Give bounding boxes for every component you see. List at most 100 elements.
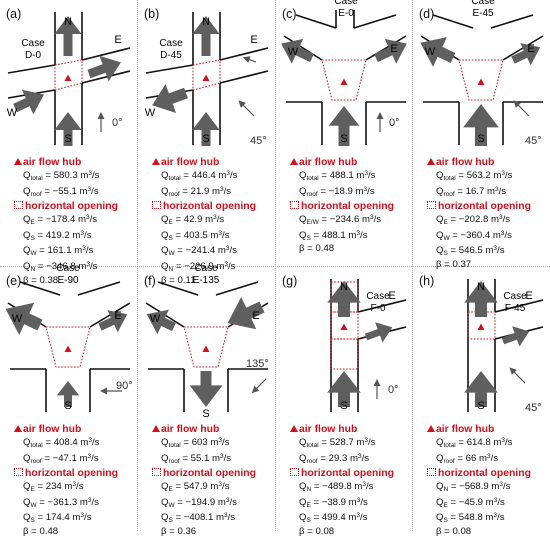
panel-letter: (g) bbox=[282, 274, 298, 288]
legend-air-flow-hub: air flow hub bbox=[14, 424, 138, 436]
legend-air-flow-hub: air flow hub bbox=[290, 424, 414, 436]
panel-divider bbox=[412, 0, 413, 531]
panel-divider bbox=[275, 0, 276, 531]
label-W: W bbox=[150, 313, 161, 325]
panel-letter: (b) bbox=[144, 7, 160, 21]
horizontal-opening bbox=[54, 59, 83, 91]
label-E: E bbox=[525, 290, 532, 302]
flow-value: QE = −178.4 m3/s bbox=[23, 213, 98, 226]
label-N: N bbox=[202, 16, 210, 28]
air-flow-hub-marker bbox=[340, 78, 348, 85]
arrow-E bbox=[98, 310, 128, 333]
label-S: S bbox=[202, 133, 209, 145]
horizontal-opening bbox=[45, 326, 91, 368]
label-N: N bbox=[340, 281, 348, 293]
opening-box-icon bbox=[290, 200, 299, 209]
horizontal-opening bbox=[330, 338, 359, 370]
arrow-N bbox=[54, 16, 82, 56]
arrow-W bbox=[146, 309, 176, 335]
label-W: W bbox=[12, 313, 23, 325]
label-S: S bbox=[340, 133, 347, 145]
label-E: E bbox=[388, 290, 395, 302]
legend-horizontal-opening: horizontal opening bbox=[290, 467, 414, 480]
case-id: F-0 bbox=[371, 303, 386, 314]
wind-direction-arrow bbox=[251, 378, 267, 394]
flow-value: Qroof = −18.9 m3/s bbox=[299, 185, 375, 198]
label-S: S bbox=[340, 400, 347, 412]
flow-value: QS = 499.4 m3/s bbox=[299, 512, 368, 525]
wind-angle-label: 45° bbox=[525, 402, 542, 414]
wind-direction-arrow bbox=[376, 112, 384, 132]
flow-value: Qtotal = 614.8 m3/s bbox=[436, 436, 513, 449]
arrow-S bbox=[327, 371, 361, 407]
arrow-S bbox=[464, 371, 498, 407]
label-N: N bbox=[64, 16, 72, 28]
label-S: S bbox=[64, 400, 71, 412]
case-id: D-45 bbox=[160, 50, 182, 61]
panel-divider bbox=[137, 0, 138, 531]
label-S: S bbox=[477, 133, 484, 145]
flow-value: QS = 403.5 m3/s bbox=[161, 229, 230, 242]
legend-horizontal-opening: horizontal opening bbox=[427, 200, 550, 213]
flow-value: QS = 419.2 m3/s bbox=[23, 229, 92, 242]
air-flow-hub-marker bbox=[64, 74, 72, 81]
panel-letter: (e) bbox=[6, 274, 22, 288]
beta-value: β = 0.37 bbox=[436, 259, 472, 271]
opening-box-icon bbox=[427, 200, 436, 209]
case-label: Case bbox=[334, 0, 358, 7]
arrow-S bbox=[463, 104, 499, 146]
air-flow-hub-marker bbox=[477, 78, 485, 85]
panel-letter: (a) bbox=[6, 7, 22, 21]
legend-air-flow-hub: air flow hub bbox=[427, 424, 550, 436]
opening-box-icon bbox=[14, 200, 23, 209]
flow-value: QE = 234 m3/s bbox=[23, 480, 84, 493]
flow-value: Qroof = 55.1 m3/s bbox=[161, 452, 232, 465]
arrow-E bbox=[374, 38, 407, 64]
flow-value: QS = 548.8 m3/s bbox=[436, 512, 505, 525]
flow-value: QN = −489.8 m3/s bbox=[299, 480, 374, 493]
hub-triangle-icon bbox=[152, 158, 160, 165]
wind-angle-label: 45° bbox=[250, 135, 267, 147]
hub-triangle-icon bbox=[152, 425, 160, 432]
label-S: S bbox=[64, 133, 71, 145]
label-S: S bbox=[202, 408, 209, 420]
horizontal-opening bbox=[458, 59, 504, 101]
arrow-S bbox=[189, 371, 223, 407]
label-W: W bbox=[145, 107, 156, 119]
opening-box-icon bbox=[14, 467, 23, 476]
flow-value: Qroof = −47.1 m3/s bbox=[23, 452, 99, 465]
wind-angle-label: 0° bbox=[389, 117, 400, 129]
label-W: W bbox=[7, 107, 18, 119]
label-E: E bbox=[527, 43, 534, 55]
flow-value: QW = −241.4 m3/s bbox=[161, 245, 237, 258]
flow-value: QW = −361.3 m3/s bbox=[23, 496, 99, 509]
case-id: E-45 bbox=[472, 8, 494, 19]
wind-direction-arrow bbox=[100, 387, 122, 395]
arrow-W bbox=[152, 84, 188, 113]
hub-triangle-icon bbox=[14, 158, 22, 165]
arrow-W bbox=[5, 302, 43, 335]
arrow-N bbox=[327, 281, 361, 317]
beta-value: β = 0.38 bbox=[23, 275, 59, 287]
flow-value: QE = −202.8 m3/s bbox=[436, 213, 511, 226]
legend-horizontal-opening: horizontal opening bbox=[14, 200, 138, 213]
flow-value: QE = −45.9 m3/s bbox=[436, 496, 505, 509]
legend-horizontal-opening: horizontal opening bbox=[290, 200, 414, 213]
flow-value: QS = −408.1 m3/s bbox=[161, 512, 236, 525]
flow-value: QN = −568.9 m3/s bbox=[436, 480, 511, 493]
beta-value: β = 0.48 bbox=[23, 526, 59, 538]
arrow-E bbox=[364, 322, 393, 343]
label-E: E bbox=[390, 43, 397, 55]
air-flow-hub-marker bbox=[202, 345, 210, 352]
flow-value: Qroof = 21.9 m3/s bbox=[161, 185, 232, 198]
label-E: E bbox=[114, 310, 121, 322]
flow-value: Qtotal = 528.7 m3/s bbox=[299, 436, 376, 449]
beta-value: β = 0.11 bbox=[161, 275, 196, 287]
arrow-W bbox=[13, 89, 44, 115]
